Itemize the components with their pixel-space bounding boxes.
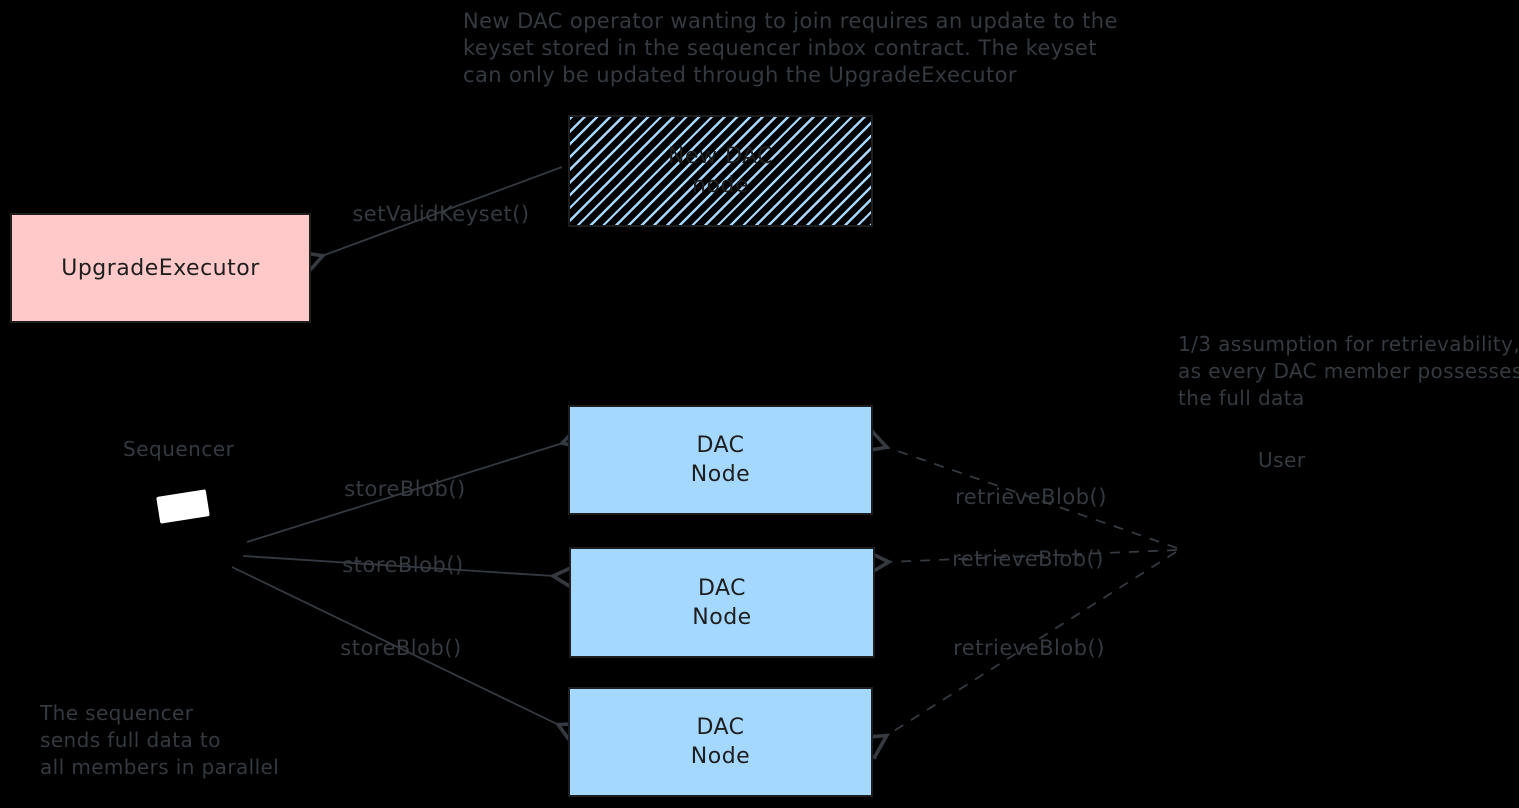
edge-label-store-blob-1: storeBlob() — [344, 477, 466, 501]
shape-label: node — [692, 173, 749, 198]
shape-dac-node-2: DAC Node — [569, 547, 875, 658]
shape-label: Node — [692, 604, 752, 630]
shape-label: DAC — [696, 715, 745, 740]
note-line: New DAC operator wanting to join require… — [463, 9, 1118, 33]
note-line: can only be updated through the UpgradeE… — [463, 63, 1017, 87]
arrow-store-blob-2 — [242, 555, 554, 576]
edge-label-retrieve-blob-1: retrieveBlob() — [955, 485, 1107, 509]
note-line: The sequencer — [40, 701, 194, 725]
note-retrievability: 1/3 assumption for retrievability, as ev… — [1178, 331, 1519, 412]
shape-new-dac-node: New DAC node — [568, 115, 873, 227]
arrow-store-blob-1 — [246, 443, 563, 543]
sequencer-label: Sequencer — [123, 437, 235, 461]
arrow-retrieve-blob-1 — [886, 447, 1178, 549]
shape-dac-node-3: DAC Node — [568, 687, 873, 797]
note-line: the full data — [1178, 386, 1305, 410]
shape-label: Node — [690, 462, 751, 487]
edge-label-set-valid-keyset: setValidKeyset() — [352, 202, 530, 226]
shape-dac-node-1: DAC Node — [568, 405, 873, 515]
edge-label-retrieve-blob-3: retrieveBlob() — [953, 636, 1105, 660]
shape-upgrade-executor: UpgradeExecutor — [10, 213, 311, 323]
shape-label: DAC — [696, 433, 745, 458]
note-line: 1/3 assumption for retrievability, — [1178, 332, 1519, 356]
edge-label-store-blob-3: storeBlob() — [340, 636, 462, 660]
note-parallel-send: The sequencer sends full data to all mem… — [40, 700, 279, 781]
arrow-set-valid-keyset — [322, 166, 563, 256]
note-line: as every DAC member possesses — [1178, 359, 1519, 383]
user-label: User — [1258, 448, 1306, 472]
arrow-store-blob-3 — [231, 566, 559, 725]
shape-label: UpgradeExecutor — [61, 255, 260, 281]
shape-label: New DAC — [667, 144, 774, 169]
arrow-retrieve-blob-3 — [886, 551, 1177, 736]
note-keyset-update: New DAC operator wanting to join require… — [463, 8, 1118, 89]
edge-label-retrieve-blob-2: retrieveBlob() — [952, 547, 1104, 571]
shape-label: Node — [690, 744, 751, 769]
edge-label-store-blob-2: storeBlob() — [342, 553, 464, 577]
shape-label: DAC — [697, 575, 747, 601]
note-line: sends full data to — [40, 728, 221, 752]
note-line: all members in parallel — [40, 755, 280, 779]
note-line: keyset stored in the sequencer inbox con… — [463, 36, 1097, 60]
